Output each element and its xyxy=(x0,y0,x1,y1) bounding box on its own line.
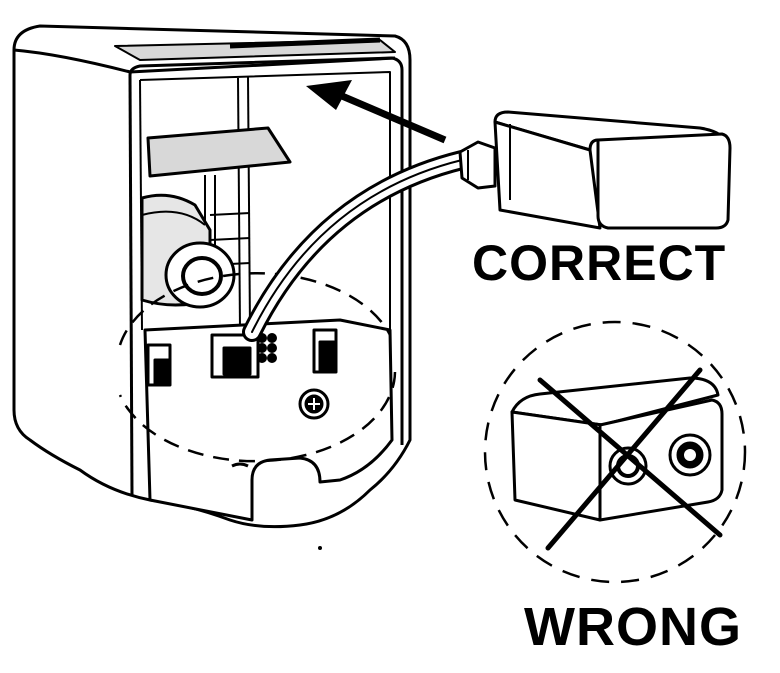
circuit-board xyxy=(143,318,394,522)
correct-connector xyxy=(458,110,732,230)
cable xyxy=(242,150,472,342)
cross-mark-icon xyxy=(537,367,723,551)
wrong-label: WRONG xyxy=(524,597,742,657)
wrong-highlight-circle xyxy=(483,320,747,584)
wrong-connector xyxy=(510,376,724,522)
highlight-circle xyxy=(118,272,397,463)
correct-label: CORRECT xyxy=(472,235,727,291)
arrow-icon xyxy=(306,80,447,144)
dot-mark xyxy=(318,546,322,550)
internal-mechanism xyxy=(140,126,292,309)
